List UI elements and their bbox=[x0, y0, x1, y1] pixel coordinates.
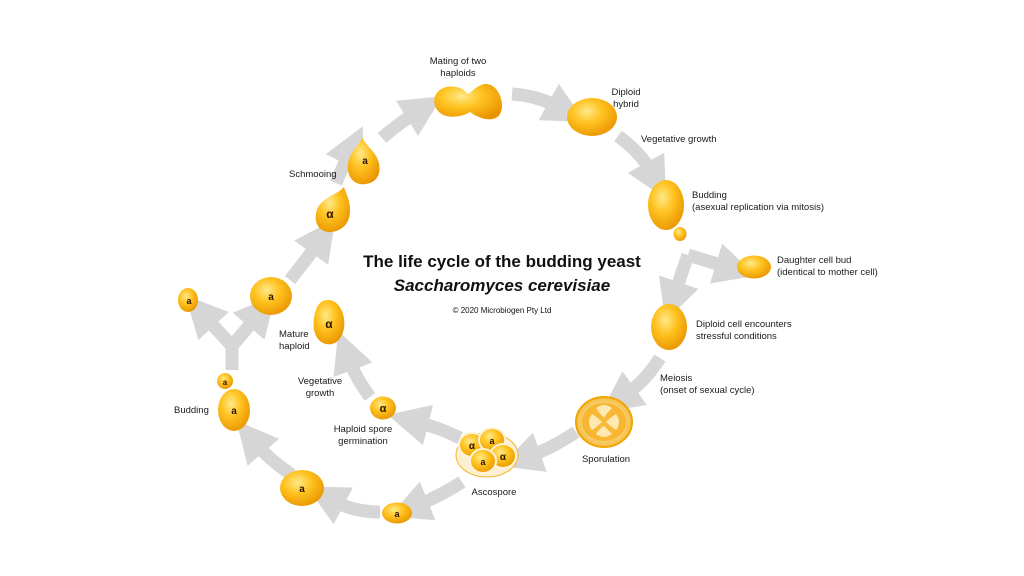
budding-diploid-cell bbox=[648, 180, 684, 230]
cycle-arrows bbox=[185, 83, 756, 525]
budding-diploid-bud bbox=[673, 227, 687, 241]
arrow-cell-to-budding-left bbox=[236, 420, 296, 481]
label-vegetative-growth-left: Vegetative growth bbox=[288, 376, 352, 400]
arrow-schmoo-to-mating bbox=[377, 96, 443, 143]
label-germination-line2: germination bbox=[338, 436, 388, 447]
label-budding-line2: (asexual replication via mitosis) bbox=[692, 202, 824, 213]
label-meiosis: Meiosis (onset of sexual cycle) bbox=[660, 373, 755, 397]
diagram-subtitle: Saccharomyces cerevisiae bbox=[393, 276, 611, 295]
label-diploid-hybrid: Diploid hybrid bbox=[600, 87, 652, 111]
label-budding: Budding (asexual replication via mitosis… bbox=[692, 190, 824, 214]
label-veg-left-line1: Vegetative bbox=[297, 376, 343, 387]
label-meiosis-line2: (onset of sexual cycle) bbox=[660, 385, 755, 396]
stressed-diploid-cell bbox=[651, 304, 687, 350]
arrow-ascospore-to-germination bbox=[387, 404, 463, 446]
label-diploid-line2: hybrid bbox=[613, 99, 639, 110]
label-veg-left-line2: growth bbox=[305, 388, 335, 399]
copyright-notice: © 2020 Microbiogen Pty Ltd bbox=[452, 306, 552, 315]
label-mating: Mating of two haploids bbox=[418, 56, 498, 80]
mark-a-cell: a bbox=[268, 292, 274, 303]
label-diploid-line1: Diploid bbox=[611, 87, 641, 98]
mark-schmoo-a: a bbox=[362, 156, 368, 167]
label-mating-line2: haploids bbox=[440, 68, 476, 79]
alpha-haploid-cell bbox=[315, 187, 350, 233]
arrow-ascospore-to-bottom-spore bbox=[389, 476, 466, 521]
label-mature-line1: Mature bbox=[279, 329, 309, 340]
label-ascospore: Ascospore bbox=[471, 487, 517, 498]
label-vegetative-growth: Vegetative growth bbox=[641, 134, 717, 145]
arrow-bottom-spore-to-cell bbox=[306, 486, 381, 525]
a-haploid-cell bbox=[250, 277, 292, 315]
budding-a-bud bbox=[217, 373, 233, 389]
label-mating-line1: Mating of two bbox=[429, 56, 487, 67]
arrow-germination-to-mature bbox=[333, 330, 376, 401]
mark-budding-bud-a: a bbox=[223, 378, 228, 387]
cell-marks: a α a a α a a α a a α a α a bbox=[186, 156, 506, 519]
mark-tetrad-a-1: a bbox=[489, 436, 495, 446]
arrow-sporulation-to-ascospore bbox=[500, 426, 580, 472]
mark-detached-a: a bbox=[186, 296, 192, 306]
label-budding-line1: Budding bbox=[692, 190, 727, 201]
bottom-a-cell bbox=[280, 470, 324, 506]
diploid-hybrid-cell bbox=[567, 98, 617, 136]
label-sporulation: Sporulation bbox=[581, 454, 631, 465]
label-daughter-line1: Daughter cell bud bbox=[777, 255, 852, 266]
mature-alpha-haploid bbox=[313, 300, 345, 345]
mark-alpha-cell: α bbox=[326, 207, 334, 221]
mark-tetrad-alpha-2: α bbox=[500, 452, 507, 463]
label-mature-line2: haploid bbox=[279, 341, 310, 352]
mark-tetrad-a-2: a bbox=[480, 457, 486, 467]
mark-germinating-alpha: α bbox=[380, 403, 387, 415]
arrow-stress-to-meiosis bbox=[601, 354, 666, 413]
label-schmooing: Schmooing bbox=[289, 169, 337, 180]
mark-budding-mother-a: a bbox=[231, 406, 237, 417]
label-germination-line1: Haploid spore bbox=[333, 424, 393, 435]
sporulation-cell bbox=[575, 396, 633, 448]
daughter-cell-bud bbox=[737, 255, 771, 279]
schmooing-a-cell bbox=[347, 137, 380, 185]
mark-bottom-cell-a: a bbox=[299, 484, 305, 495]
mating-haploids-cell bbox=[434, 83, 503, 120]
bottom-a-spore bbox=[382, 502, 412, 524]
cells bbox=[178, 83, 771, 524]
label-stress: Diploid cell encounters stressful condit… bbox=[696, 319, 792, 343]
label-mature-haploid: Mature haploid bbox=[279, 329, 310, 353]
label-stress-line1: Diploid cell encounters bbox=[696, 319, 792, 330]
arrow-mating-to-diploid bbox=[511, 83, 586, 123]
detached-a-cell bbox=[178, 288, 198, 312]
arrow-budding-left-to-detached bbox=[185, 295, 237, 351]
diagram-title-block: The life cycle of the budding yeast Sacc… bbox=[312, 250, 692, 316]
label-meiosis-line1: Meiosis bbox=[660, 373, 693, 384]
diagram-title: The life cycle of the budding yeast bbox=[363, 252, 641, 271]
label-daughter-cell: Daughter cell bud (identical to mother c… bbox=[777, 255, 878, 279]
budding-a-mother bbox=[218, 389, 250, 431]
mark-bottom-spore-a: a bbox=[394, 509, 400, 519]
arrow-diploid-to-budding bbox=[614, 130, 667, 200]
label-germination: Haploid spore germination bbox=[323, 424, 403, 448]
arrow-a-cell-to-alpha bbox=[284, 218, 336, 285]
mark-tetrad-alpha-1: α bbox=[469, 441, 476, 452]
label-daughter-line2: (identical to mother cell) bbox=[777, 267, 878, 278]
label-budding-left: Budding bbox=[174, 405, 209, 416]
label-stress-line2: stressful conditions bbox=[696, 331, 777, 342]
ascospore-tetrad bbox=[455, 427, 519, 478]
arrow-budding-to-daughter bbox=[686, 243, 756, 284]
arrow-budding-to-stress bbox=[659, 252, 699, 322]
germinating-alpha-spore bbox=[370, 396, 396, 420]
arrow-alpha-to-schmoo bbox=[325, 126, 363, 186]
mark-mature-alpha: α bbox=[325, 317, 333, 331]
